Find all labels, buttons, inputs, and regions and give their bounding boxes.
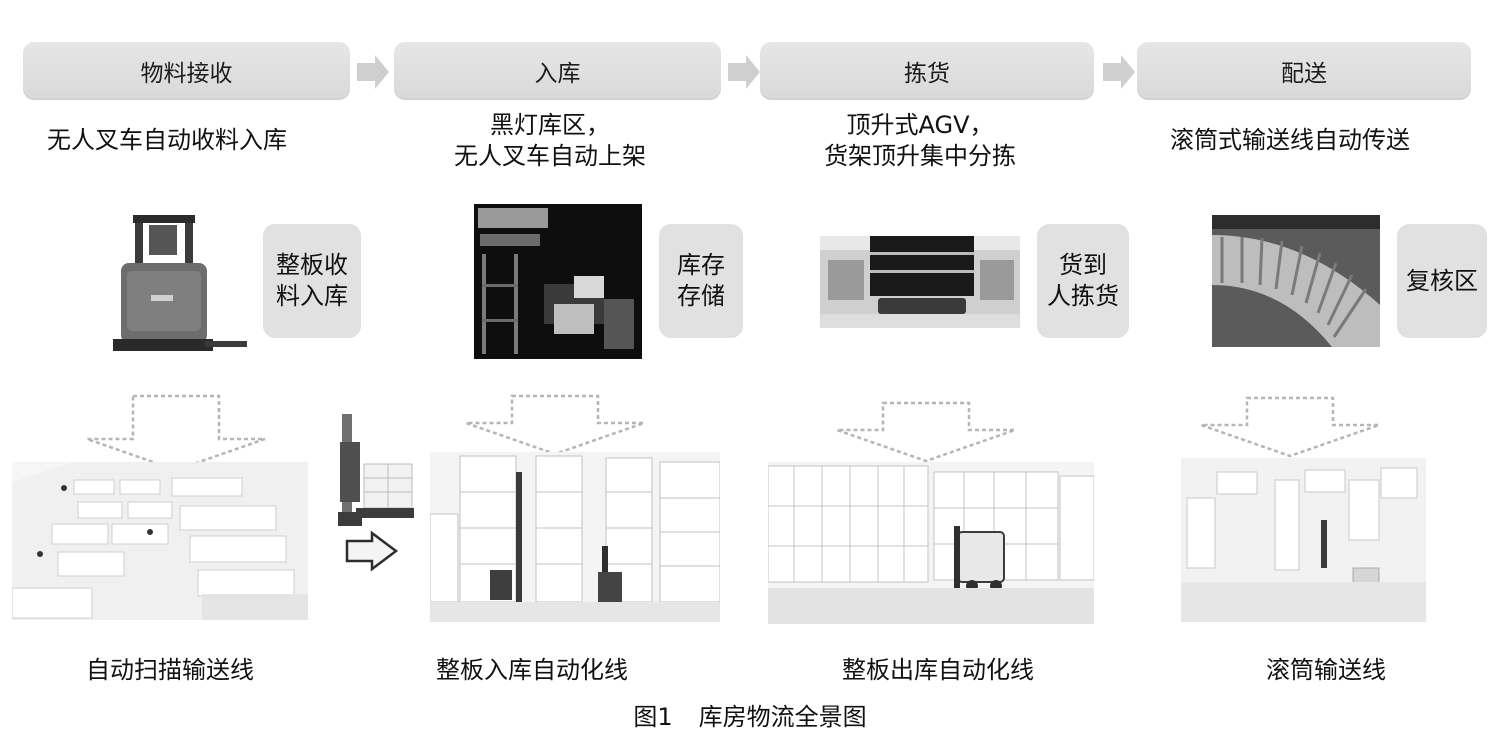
agv-shelves-photo (820, 236, 1020, 328)
label-roller-conveyor: 滚筒输送线 (1266, 656, 1386, 684)
roller-conveyor-photo (1212, 215, 1380, 347)
description-line: 货架顶升集中分拣 (824, 142, 1016, 170)
description-inbound: 黑灯库区， 无人叉车自动上架 (420, 110, 680, 172)
roller-conveyor-scene (1181, 458, 1426, 622)
tag-review-area: 复核区 (1397, 224, 1487, 338)
figure-number: 图1 (633, 703, 673, 731)
label-pallet-outbound-line: 整板出库自动化线 (842, 656, 1034, 684)
description-picking: 顶升式AGV， 货架顶升集中分拣 (795, 110, 1045, 172)
figure-title: 库房物流全景图 (698, 703, 867, 731)
description-receiving: 无人叉车自动收料入库 (23, 125, 311, 156)
pallet-inbound-scene (430, 452, 720, 622)
lift-robot-image (334, 412, 416, 532)
stage-material-receiving: 物料接收 (23, 42, 350, 100)
pallet-outbound-scene (768, 462, 1094, 624)
stage-label: 配送 (1281, 61, 1327, 87)
chevron-right-icon (728, 55, 760, 89)
tag-line: 料入库 (276, 282, 348, 310)
label-scanning-conveyor: 自动扫描输送线 (86, 656, 254, 684)
tag-pallet-receiving: 整板收 料入库 (263, 224, 361, 338)
stage-picking: 拣货 (760, 42, 1094, 100)
figure-caption: 图1 库房物流全景图 (0, 697, 1500, 732)
dotted-down-arrow-icon (465, 394, 645, 456)
stage-label: 拣货 (904, 61, 950, 87)
label-pallet-inbound-line: 整板入库自动化线 (436, 656, 628, 684)
dotted-down-arrow-icon (836, 401, 1016, 463)
tag-line: 货到 (1059, 251, 1107, 279)
description-line: 无人叉车自动收料入库 (47, 126, 287, 154)
tag-line: 人拣货 (1047, 282, 1119, 310)
description-delivery: 滚筒式输送线自动传送 (1150, 125, 1430, 156)
description-line: 滚筒式输送线自动传送 (1170, 126, 1410, 154)
stage-inbound: 入库 (394, 42, 721, 100)
dark-warehouse-photo (474, 204, 642, 359)
stage-delivery: 配送 (1137, 42, 1471, 100)
description-line: 无人叉车自动上架 (454, 142, 646, 170)
forklift-photo (105, 205, 250, 355)
chevron-right-icon (1103, 55, 1135, 89)
tag-line: 库存 (677, 251, 725, 279)
stage-label: 物料接收 (140, 61, 233, 87)
tag-line: 复核区 (1406, 266, 1478, 295)
dotted-down-arrow-icon (1200, 396, 1380, 458)
stage-label: 入库 (534, 61, 581, 87)
tag-line: 整板收 (276, 251, 348, 279)
tag-inventory-storage: 库存 存储 (659, 224, 743, 338)
chevron-right-icon (357, 55, 389, 89)
tag-line: 存储 (677, 282, 725, 310)
dotted-down-arrow-icon (86, 394, 266, 472)
right-arrow-icon (345, 530, 399, 572)
description-line: 黑灯库区， (490, 111, 610, 139)
scanning-conveyor-scene (12, 462, 308, 620)
tag-goods-to-person: 货到 人拣货 (1037, 224, 1129, 338)
description-line: 顶升式AGV， (846, 111, 994, 139)
